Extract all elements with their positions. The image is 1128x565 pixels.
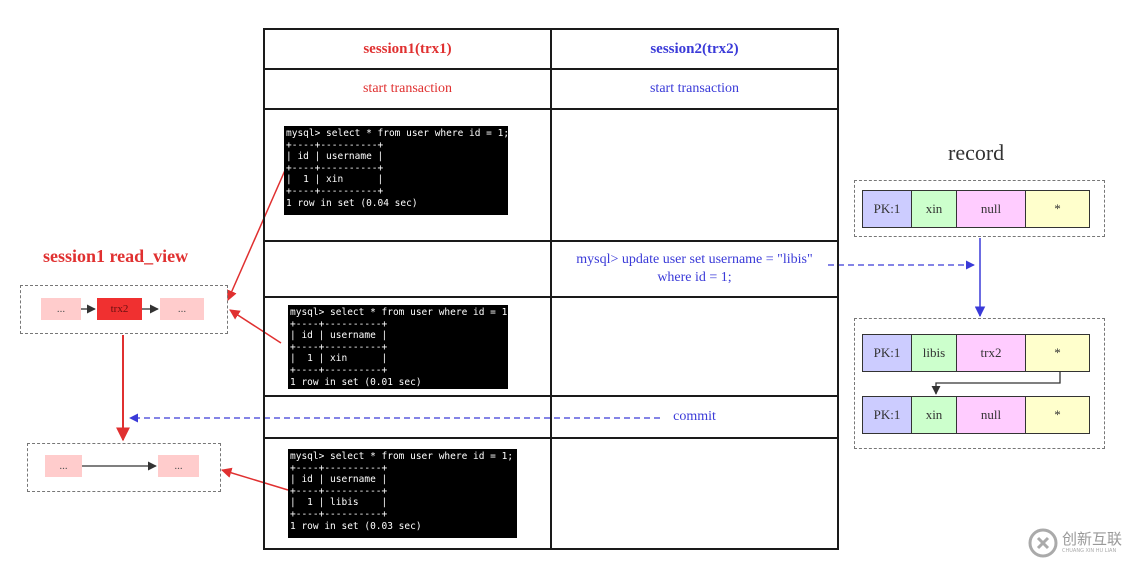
arrow-select2-to-readview	[229, 309, 282, 344]
record-roll-pointer: *	[1025, 190, 1090, 228]
terminal-line: +----+----------+	[290, 318, 388, 330]
terminal-line: +----+----------+	[290, 485, 388, 497]
watermark-text: 创新互联	[1062, 529, 1123, 548]
session2-empty-cell-1	[550, 108, 839, 242]
watermark-subtext: CHUANG XIN HU LIAN	[1062, 547, 1117, 554]
terminal-line: 1 row in set (0.01 sec)	[290, 376, 422, 388]
record-row-before: PK:1 xin null *	[862, 190, 1090, 228]
record-username: libis	[911, 334, 957, 372]
session2-commit-cell: commit	[550, 395, 839, 439]
terminal-line: | id | username |	[290, 330, 388, 342]
terminal-line: +----+----------+	[290, 364, 388, 376]
record-roll-pointer: *	[1025, 334, 1090, 372]
read-view-title: session1 read_view	[43, 246, 189, 266]
watermark: 创新互联 CHUANG XIN HU LIAN	[1028, 520, 1128, 565]
watermark-logo-icon	[1028, 528, 1058, 557]
arrow-undo-pointer	[931, 371, 1061, 395]
terminal-line: mysql> select * from user where id = 1;	[290, 307, 508, 318]
record-username: xin	[911, 396, 957, 434]
arrow-select1-to-readview	[226, 167, 287, 301]
update-line-2: where id = 1;	[657, 270, 732, 285]
session2-update-cell: mysql> update user set username = "libis…	[550, 240, 839, 298]
read-view-2-item-left: ...	[45, 455, 82, 477]
record-pk: PK:1	[862, 396, 912, 434]
terminal-line: | 1 | xin |	[290, 353, 388, 365]
update-line-1: mysql> update user set username = "libis…	[576, 252, 813, 267]
terminal-line: +----+----------+	[286, 162, 384, 174]
read-view-1-item-right: ...	[160, 298, 204, 320]
session1-empty-cell-1	[263, 240, 552, 298]
session2-start: start transaction	[550, 68, 839, 110]
transaction-table: session1(trx1) session2(trx2) start tran…	[263, 28, 839, 550]
read-view-2-item-right: ...	[158, 455, 199, 477]
terminal-line: 1 row in set (0.04 sec)	[286, 197, 418, 209]
record-row-undo: PK:1 xin null *	[862, 396, 1090, 434]
terminal-select-2: mysql> select * from user where id = 1;+…	[288, 305, 508, 389]
session2-empty-cell-3	[550, 437, 839, 550]
header-session1: session1(trx1)	[263, 28, 552, 70]
read-view-2	[27, 443, 221, 492]
terminal-line: mysql> select * from user where id = 1;	[286, 128, 508, 139]
terminal-select-1: mysql> select * from user where id = 1;+…	[284, 126, 508, 215]
record-trx-id: null	[956, 190, 1026, 228]
terminal-line: | id | username |	[286, 151, 384, 163]
terminal-line: mysql> select * from user where id = 1;	[290, 451, 514, 462]
terminal-line: | id | username |	[290, 474, 388, 486]
read-view-1	[20, 285, 228, 334]
record-versions-box	[854, 318, 1105, 449]
record-username: xin	[911, 190, 957, 228]
terminal-select-3: mysql> select * from user where id = 1;+…	[288, 449, 517, 538]
record-pk: PK:1	[862, 334, 912, 372]
read-view-1-item-trx2: trx2	[97, 298, 142, 320]
record-title: record	[948, 140, 1005, 165]
arrow-select3-to-readview2	[220, 467, 289, 491]
record-trx-id: null	[956, 396, 1026, 434]
terminal-line: +----+----------+	[290, 462, 388, 474]
terminal-line: +----+----------+	[286, 139, 384, 151]
terminal-line: +----+----------+	[290, 341, 388, 353]
read-view-1-item-left: ...	[41, 298, 81, 320]
session1-start: start transaction	[263, 68, 552, 110]
terminal-line: +----+----------+	[286, 185, 384, 197]
terminal-line: | 1 | xin |	[286, 174, 384, 186]
terminal-line: +----+----------+	[290, 508, 388, 520]
header-session2: session2(trx2)	[550, 28, 839, 70]
record-trx-id: trx2	[956, 334, 1026, 372]
record-roll-pointer: *	[1025, 396, 1090, 434]
terminal-line: 1 row in set (0.03 sec)	[290, 520, 422, 532]
session2-empty-cell-2	[550, 296, 839, 397]
record-current-box	[854, 180, 1105, 237]
record-row-after: PK:1 libis trx2 *	[862, 334, 1090, 372]
session1-empty-cell-2	[263, 395, 552, 439]
terminal-line: | 1 | libis |	[290, 497, 388, 509]
record-pk: PK:1	[862, 190, 912, 228]
